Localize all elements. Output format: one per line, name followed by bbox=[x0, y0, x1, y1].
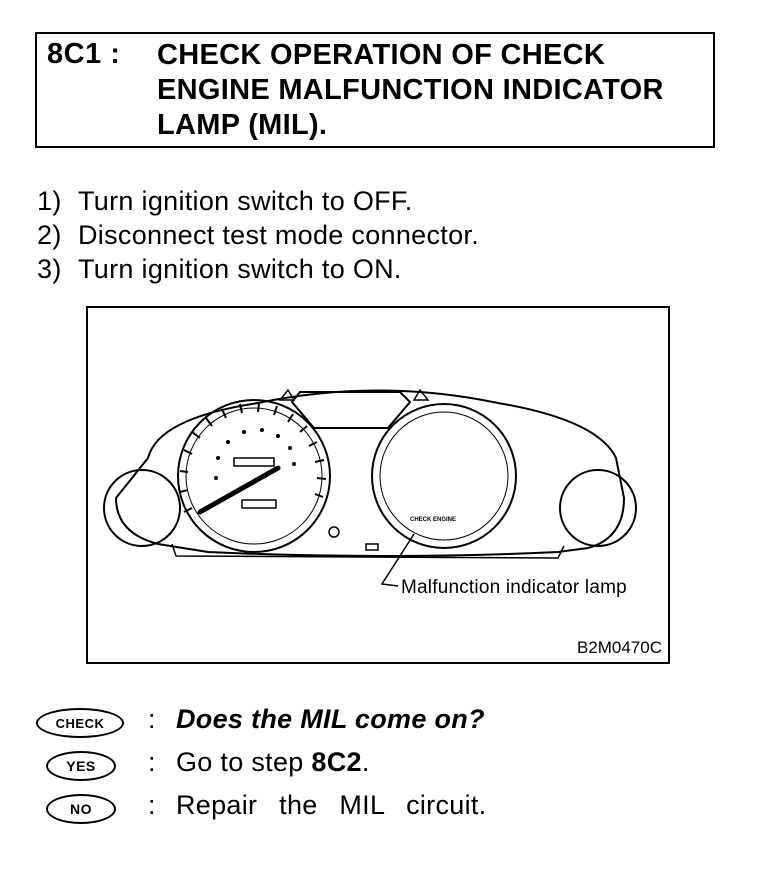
step-text: Disconnect test mode connector. bbox=[78, 220, 480, 250]
step-text: Turn ignition switch to ON. bbox=[78, 254, 402, 284]
step-header-box: 8C1 : CHECK OPERATION OF CHECK ENGINE MA… bbox=[35, 32, 715, 148]
step-number: 2) bbox=[37, 220, 62, 250]
procedure-list: 1) Turn ignition switch to OFF. 2) Disco… bbox=[37, 184, 479, 286]
yes-action-suffix: . bbox=[361, 747, 370, 777]
yes-action-prefix: Go to step bbox=[176, 747, 312, 777]
callout-label: Malfunction indicator lamp bbox=[401, 577, 627, 598]
svg-text:CHECK ENGINE: CHECK ENGINE bbox=[410, 517, 456, 523]
check-badge: CHECK bbox=[36, 708, 124, 738]
step-number: 1) bbox=[37, 186, 62, 216]
no-row: NO : Repair the MIL circuit. bbox=[30, 790, 730, 832]
step-number: 3) bbox=[37, 254, 62, 284]
colon: : bbox=[148, 790, 156, 820]
fuel-icon bbox=[365, 543, 379, 551]
procedure-step: 1) Turn ignition switch to OFF. bbox=[37, 184, 479, 218]
step-id: 8C1 : bbox=[47, 38, 121, 70]
callout-leader bbox=[380, 533, 415, 587]
next-step-link[interactable]: 8C2 bbox=[311, 747, 362, 777]
no-badge: NO bbox=[46, 794, 116, 824]
no-action: Repair the MIL circuit. bbox=[176, 790, 487, 820]
malfunction-indicator-lamp: CHECK ENGINE bbox=[410, 517, 456, 523]
step-text: Turn ignition switch to OFF. bbox=[78, 186, 413, 216]
cluster-outline bbox=[114, 389, 626, 557]
yes-badge: YES bbox=[46, 751, 116, 781]
colon: : bbox=[148, 747, 156, 777]
instrument-cluster-illustration: CHECK ENGINE bbox=[103, 388, 637, 587]
yes-row: YES : Go to step 8C2. bbox=[30, 747, 730, 789]
procedure-step: 3) Turn ignition switch to ON. bbox=[37, 252, 479, 286]
instrument-cluster-figure: CHECK ENGINE Malfunction indicator lamp … bbox=[86, 306, 670, 664]
yes-action: Go to step 8C2. bbox=[176, 747, 370, 778]
warning-display bbox=[290, 391, 412, 429]
left-vent bbox=[103, 469, 181, 547]
procedure-step: 2) Disconnect test mode connector. bbox=[37, 218, 479, 252]
check-question: Does the MIL come on? bbox=[176, 704, 485, 734]
speedometer-dots bbox=[214, 428, 296, 480]
figure-code: B2M0470C bbox=[576, 638, 662, 657]
colon: : bbox=[148, 704, 156, 734]
speedometer-ticks bbox=[179, 402, 327, 513]
step-title: CHECK OPERATION OF CHECK ENGINE MALFUNCT… bbox=[157, 39, 664, 141]
speedometer bbox=[177, 399, 331, 553]
right-vent bbox=[559, 469, 637, 547]
speedometer-needle bbox=[197, 465, 281, 515]
tachometer bbox=[371, 403, 517, 549]
check-row: CHECK : Does the MIL come on? bbox=[30, 704, 730, 746]
